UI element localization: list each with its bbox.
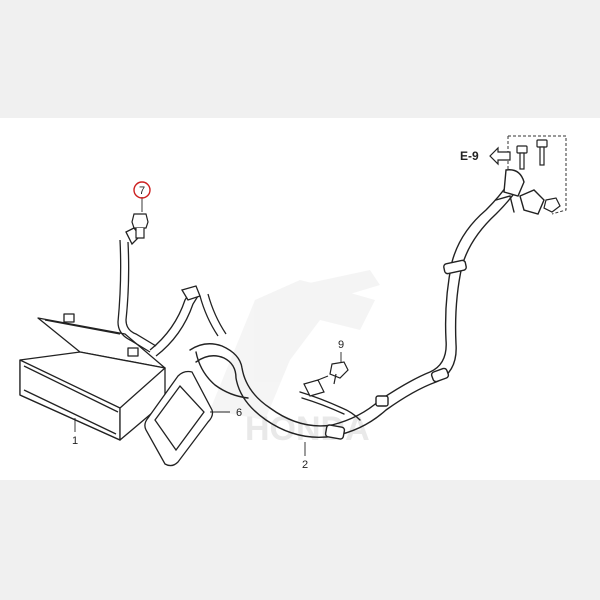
bolt-upper-left	[516, 145, 528, 170]
watermark-text: HONDA	[245, 410, 370, 448]
leader-lines	[74, 197, 342, 456]
bolt-9	[329, 361, 349, 385]
callout-2-label: 2	[302, 459, 308, 471]
battery-pad	[144, 370, 214, 467]
sub-harness	[149, 285, 227, 357]
bolt-7	[131, 213, 149, 239]
honda-wing-watermark	[210, 270, 380, 420]
reference-arrow: E-9	[460, 146, 511, 166]
battery	[19, 313, 166, 441]
callout-7-highlight-ring	[133, 181, 151, 199]
callout-9-label: 9	[338, 339, 344, 351]
reference-label: E-9	[460, 149, 479, 163]
callout-1-label: 1	[72, 435, 78, 447]
connector	[303, 375, 329, 397]
nut	[543, 197, 561, 213]
bolt-upper-right	[536, 139, 548, 166]
callout-7-label: 7	[139, 185, 145, 197]
callout-6-label: 6	[236, 407, 242, 419]
